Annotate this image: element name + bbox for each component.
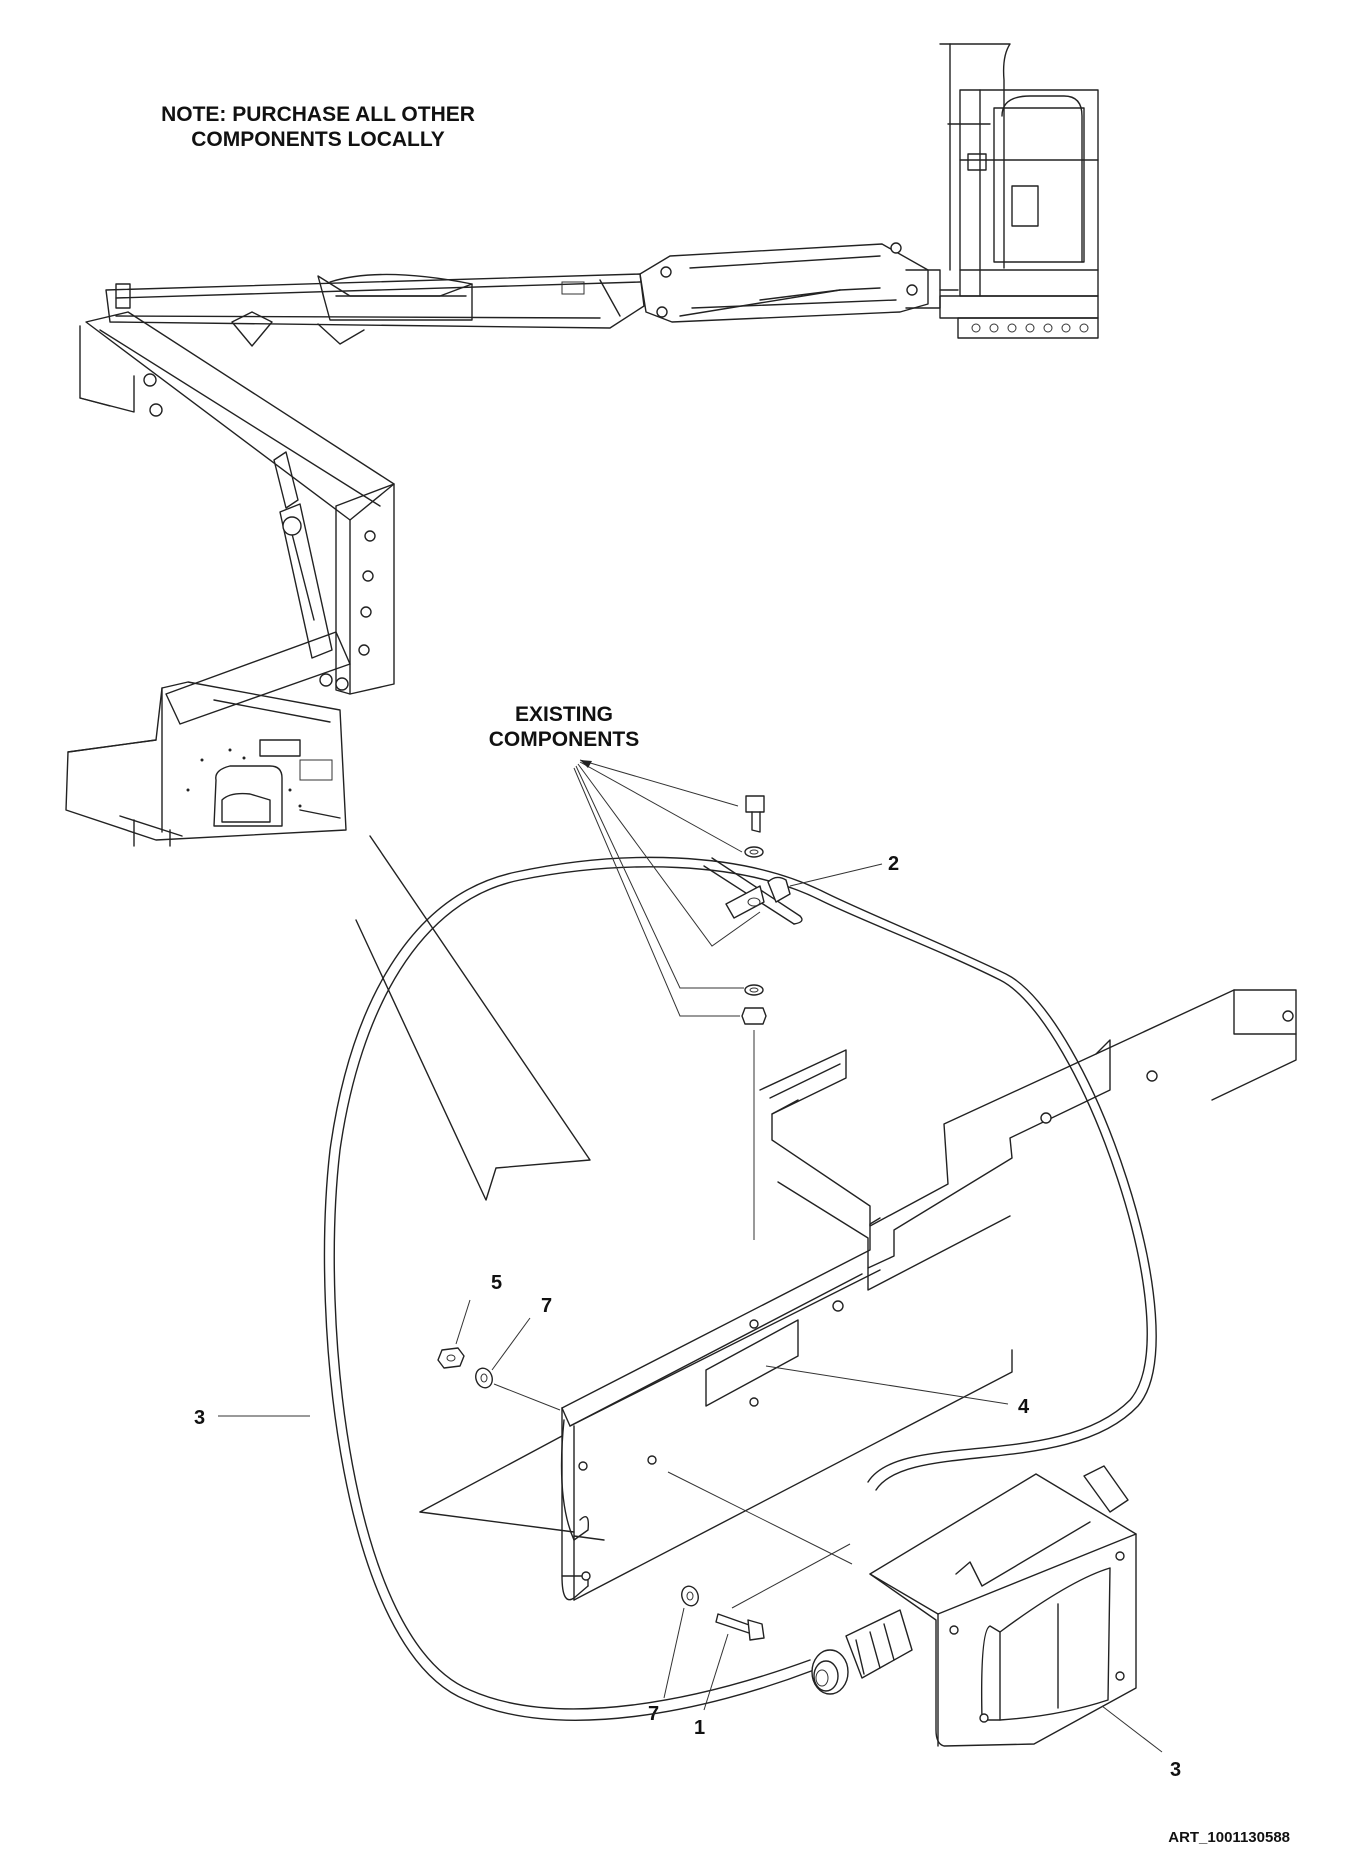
washer-7-bottom	[681, 1585, 699, 1607]
note-line-1: NOTE: PURCHASE ALL OTHER	[161, 103, 475, 126]
junction-box	[811, 1465, 1163, 1753]
label-plate	[705, 1319, 799, 1407]
callout-leaders	[218, 863, 883, 1417]
callout-5: 5	[491, 1272, 502, 1294]
note-line-2: COMPONENTS LOCALLY	[191, 128, 445, 151]
upper-arm	[79, 311, 395, 521]
existing-hardware	[573, 759, 803, 1240]
callout-7-top: 7	[541, 1295, 552, 1317]
upper-boom	[105, 273, 645, 347]
lift-cylinder	[279, 503, 333, 659]
washer-top	[744, 846, 764, 858]
cable-loop	[323, 856, 1157, 1721]
boom-lift-illustration	[65, 43, 1099, 847]
nut-bottom	[741, 1007, 767, 1025]
turntable-base	[65, 681, 347, 847]
detail-arrow	[355, 835, 591, 1201]
callout-3-left: 3	[194, 1407, 205, 1429]
hardware-nut-washer-top	[437, 1299, 561, 1411]
washer-bottom	[744, 984, 764, 996]
platform-basket	[939, 43, 1099, 339]
bolt-1	[715, 1613, 753, 1635]
bolt-top	[745, 795, 765, 833]
callout-4: 4	[1018, 1396, 1030, 1418]
washer-7-top	[475, 1367, 493, 1389]
lower-arm	[165, 631, 351, 725]
cable-clamp-assembly	[703, 857, 803, 925]
cable-gland	[811, 1609, 913, 1695]
existing-components-line-2: COMPONENTS	[489, 728, 640, 751]
art-id: ART_1001130588	[1168, 1829, 1290, 1846]
hardware-bolt-washer-bottom	[663, 1471, 853, 1711]
callout-2: 2	[888, 853, 899, 875]
nut-5	[437, 1347, 465, 1369]
mounting-bracket	[419, 989, 1297, 1601]
callout-3-bottom: 3	[1170, 1759, 1181, 1781]
jib-arm	[639, 242, 959, 323]
callout-1: 1	[694, 1717, 705, 1739]
existing-components-line-1: EXISTING	[515, 703, 613, 726]
elbow-bracket	[335, 483, 395, 695]
